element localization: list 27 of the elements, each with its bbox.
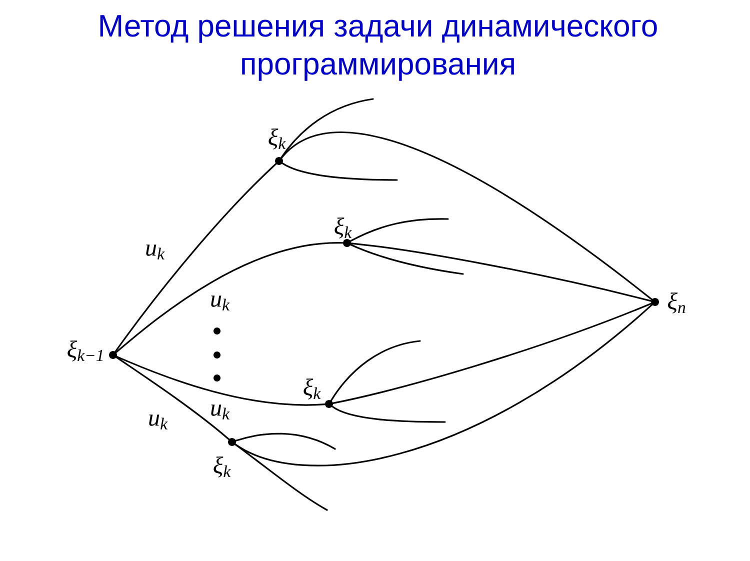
edge-label: u$_{k}$	[144, 244, 166, 260]
node-label: ξ$_{k}$	[214, 456, 231, 478]
edge-label: u$_{k}$	[209, 294, 231, 312]
connector-line	[115, 242, 344, 354]
connector-line	[280, 131, 653, 300]
connector-line	[116, 356, 230, 440]
node-label: ξ$_{k}$	[268, 128, 286, 150]
branch-line	[234, 444, 328, 511]
connector-line	[234, 304, 653, 466]
edge-label: u$_{k}$	[147, 414, 169, 430]
branch-line	[280, 98, 374, 158]
node-label: ξ$_{k}$	[304, 378, 321, 400]
branch-line	[282, 162, 398, 181]
branch-line	[332, 406, 446, 423]
branch-line	[350, 218, 449, 242]
connector-line	[116, 356, 326, 406]
connector-line	[350, 242, 652, 302]
node-label: ξ$_{k}$	[334, 218, 352, 238]
branch-line	[330, 340, 421, 402]
branch-line	[235, 432, 336, 450]
branch-line	[350, 244, 464, 275]
title: Метод решения задачи динамического программирования	[100, 15, 657, 81]
connector-line	[114, 163, 277, 352]
node-label: ξ$_{k−1}$	[68, 340, 102, 362]
node-label: ξ$_{n}$	[668, 292, 686, 314]
connector-line	[332, 302, 652, 404]
edge-label: u$_{k}$	[209, 404, 231, 420]
